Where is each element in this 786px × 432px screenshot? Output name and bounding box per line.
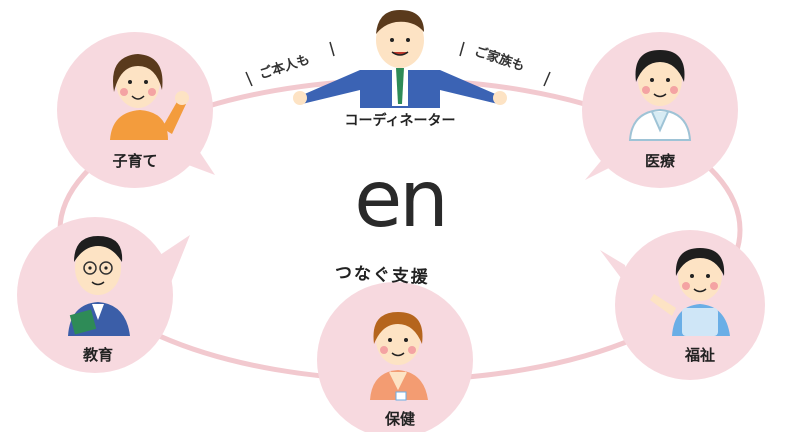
education-figure	[68, 236, 130, 336]
medical-figure	[628, 50, 692, 141]
node-label-health: 保健	[384, 410, 416, 428]
coordinator-figure	[293, 10, 507, 108]
center-logo: en	[354, 155, 448, 245]
bubble-welfare	[600, 230, 765, 380]
node-label-medical: 医療	[644, 152, 676, 170]
center-tagline: つなぐ支援	[334, 263, 431, 288]
node-label-welfare: 福祉	[684, 346, 716, 364]
node-label-education: 教育	[82, 346, 114, 364]
health-figure	[370, 312, 428, 401]
coordinator-label: コーディネーター	[344, 113, 456, 129]
node-label-childcare: 子育て	[112, 152, 158, 170]
bubble-education	[17, 217, 190, 373]
bubble-childcare	[57, 32, 215, 188]
tag-decoration	[245, 41, 551, 87]
childcare-figure	[110, 54, 189, 140]
welfare-figure	[650, 248, 730, 336]
